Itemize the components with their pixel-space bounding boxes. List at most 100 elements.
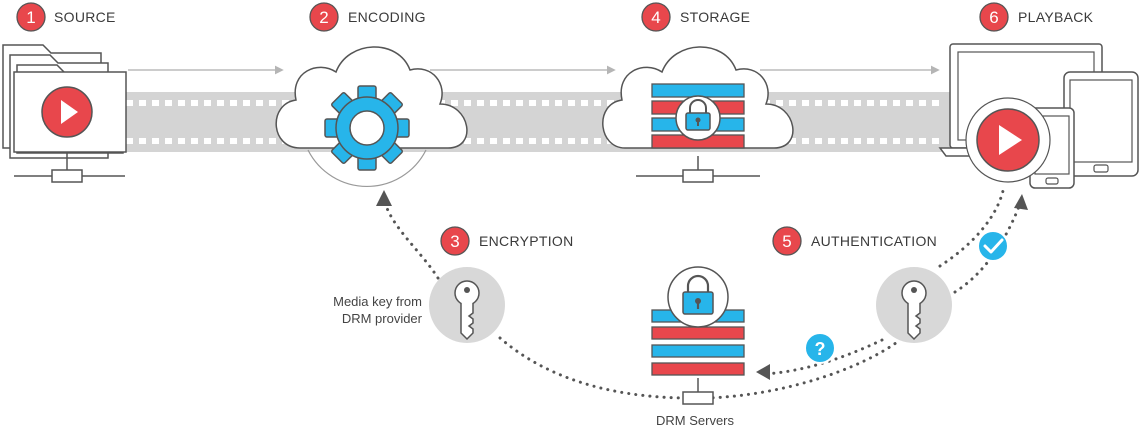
film-perforation bbox=[217, 100, 224, 106]
film-perforation bbox=[828, 100, 835, 106]
film-perforation bbox=[542, 138, 549, 144]
step-5-label: AUTHENTICATION bbox=[811, 233, 938, 249]
film-perforation bbox=[568, 138, 575, 144]
source-folder-icon bbox=[2, 44, 127, 183]
svg-text:3: 3 bbox=[450, 232, 459, 251]
media-key-note-line1: Media key from bbox=[333, 294, 422, 309]
film-perforation bbox=[594, 100, 601, 106]
film-perforation bbox=[867, 138, 874, 144]
film-perforation bbox=[464, 100, 471, 106]
film-perforation bbox=[256, 138, 263, 144]
step-2-badge: 2 bbox=[309, 2, 339, 32]
film-perforation bbox=[906, 100, 913, 106]
dotted-arrowheads bbox=[376, 190, 1028, 380]
step-3-badge: 3 bbox=[440, 226, 470, 256]
film-perforation bbox=[165, 138, 172, 144]
film-perforation bbox=[841, 138, 848, 144]
step-6-label: PLAYBACK bbox=[1018, 9, 1094, 25]
question-badge-icon: ? bbox=[804, 332, 836, 364]
playback-play-icon bbox=[965, 97, 1051, 183]
film-perforation bbox=[191, 100, 198, 106]
film-perforation bbox=[880, 100, 887, 106]
film-perforation bbox=[464, 138, 471, 144]
film-perforation bbox=[490, 100, 497, 106]
film-perforation bbox=[802, 138, 809, 144]
film-perforation bbox=[503, 100, 510, 106]
film-perforation bbox=[230, 100, 237, 106]
film-perforation bbox=[204, 138, 211, 144]
film-perforation bbox=[789, 138, 796, 144]
film-perforation bbox=[854, 100, 861, 106]
gear-icon bbox=[324, 85, 410, 171]
question-mark: ? bbox=[815, 339, 826, 359]
film-perforation bbox=[165, 100, 172, 106]
media-key-note-line2: DRM provider bbox=[341, 311, 422, 326]
dotted-flow-paths bbox=[382, 184, 1022, 400]
step-badges: 1 2 3 4 5 6 bbox=[16, 2, 1009, 256]
film-perforation bbox=[919, 138, 926, 144]
film-perforation bbox=[282, 100, 289, 106]
film-perforation bbox=[477, 138, 484, 144]
film-perforation bbox=[789, 100, 796, 106]
film-perforation bbox=[932, 100, 939, 106]
film-perforation bbox=[269, 138, 276, 144]
film-perforation bbox=[581, 138, 588, 144]
film-perforation bbox=[542, 100, 549, 106]
film-perforation bbox=[776, 100, 783, 106]
film-perforation bbox=[854, 138, 861, 144]
step-3-label: ENCRYPTION bbox=[479, 233, 574, 249]
film-perforation bbox=[932, 138, 939, 144]
step-6-badge: 6 bbox=[979, 2, 1009, 32]
film-perforation bbox=[230, 138, 237, 144]
film-perforation bbox=[893, 138, 900, 144]
film-perforation bbox=[451, 100, 458, 106]
svg-text:1: 1 bbox=[26, 8, 35, 27]
film-perforation bbox=[139, 138, 146, 144]
film-perforation bbox=[126, 138, 133, 144]
film-perforation bbox=[815, 100, 822, 106]
step-4-badge: 4 bbox=[641, 2, 671, 32]
film-perforation bbox=[178, 138, 185, 144]
film-perforation bbox=[828, 138, 835, 144]
film-perforation bbox=[126, 100, 133, 106]
film-perforation bbox=[607, 100, 614, 106]
film-perforation bbox=[243, 138, 250, 144]
film-perforation bbox=[841, 100, 848, 106]
film-perforation bbox=[438, 100, 445, 106]
film-perforation bbox=[880, 138, 887, 144]
step-4-label: STORAGE bbox=[680, 9, 751, 25]
film-perforation bbox=[516, 100, 523, 106]
film-perforation bbox=[243, 100, 250, 106]
drm-servers-caption: DRM Servers bbox=[656, 413, 735, 428]
step-2-label: ENCODING bbox=[348, 9, 426, 25]
film-perforation bbox=[555, 138, 562, 144]
film-perforation bbox=[529, 138, 536, 144]
drm-lock-icon bbox=[667, 266, 729, 328]
film-strip bbox=[120, 92, 950, 152]
film-perforation bbox=[152, 138, 159, 144]
film-perforation bbox=[581, 100, 588, 106]
encryption-key-icon bbox=[429, 267, 505, 343]
film-perforation bbox=[490, 138, 497, 144]
film-perforation bbox=[256, 100, 263, 106]
storage-lock-icon bbox=[675, 95, 721, 141]
film-perforation bbox=[503, 138, 510, 144]
svg-text:4: 4 bbox=[651, 8, 660, 27]
svg-text:6: 6 bbox=[989, 8, 998, 27]
film-perforation bbox=[217, 138, 224, 144]
svg-text:5: 5 bbox=[782, 232, 791, 251]
drm-server-icon bbox=[651, 309, 745, 405]
step-1-badge: 1 bbox=[16, 2, 46, 32]
film-perforation bbox=[594, 138, 601, 144]
film-perforation bbox=[815, 138, 822, 144]
film-perforation bbox=[139, 100, 146, 106]
film-perforation bbox=[555, 100, 562, 106]
film-perforation bbox=[867, 100, 874, 106]
film-perforation bbox=[204, 100, 211, 106]
film-perforation bbox=[893, 100, 900, 106]
svg-text:2: 2 bbox=[319, 8, 328, 27]
film-perforation bbox=[906, 138, 913, 144]
media-key-note: Media key from DRM provider bbox=[290, 293, 422, 327]
authentication-key-icon bbox=[876, 267, 952, 343]
film-perforation bbox=[269, 100, 276, 106]
